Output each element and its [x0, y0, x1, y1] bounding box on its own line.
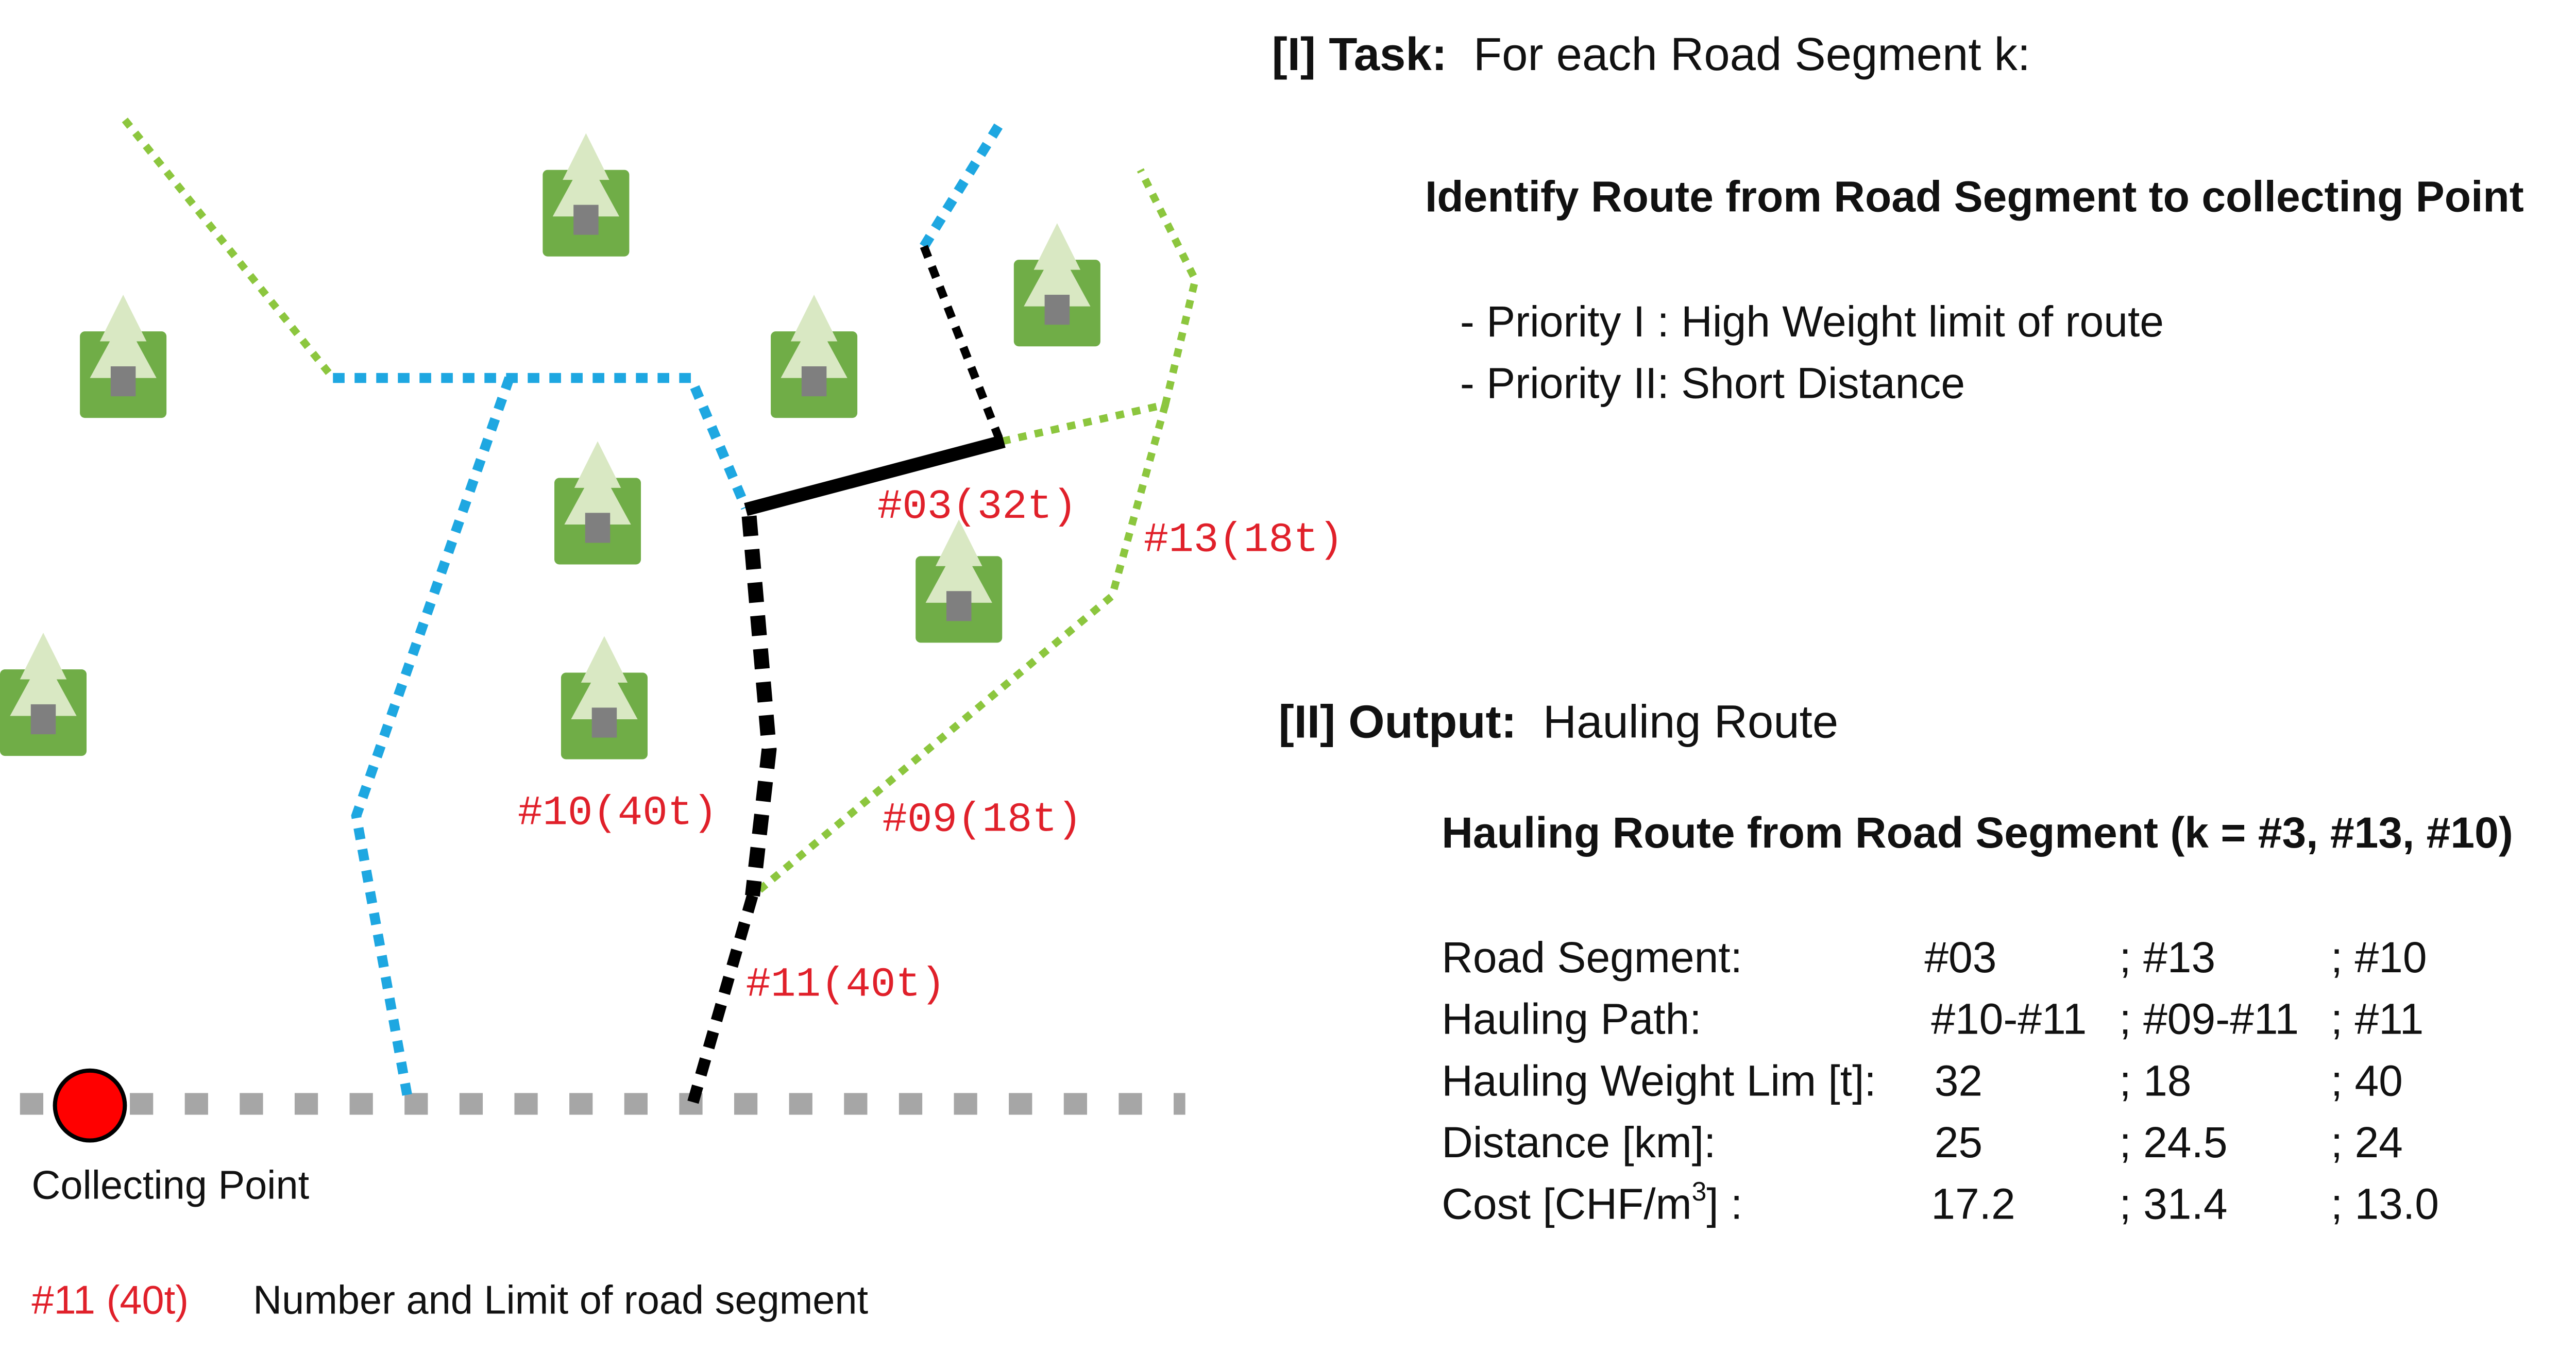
- segment-label-09: #09(18t): [883, 797, 1082, 844]
- task-text: For each Road Segment k:: [1473, 28, 2030, 80]
- tree-icon: [543, 133, 630, 257]
- row-value: ; 40: [2331, 1056, 2403, 1105]
- row-value: ; 13.0: [2331, 1179, 2439, 1228]
- tree-icon: [0, 632, 87, 756]
- blue-road-north: [920, 117, 1007, 249]
- segment-10-line: [741, 515, 777, 897]
- row-value: 25: [1935, 1118, 1982, 1167]
- output-heading: [II] Output: Hauling Route: [1279, 696, 1839, 748]
- row-value: #03: [1924, 933, 1996, 982]
- row-value: ; #13: [2119, 933, 2215, 982]
- row-label: Hauling Path:: [1442, 995, 1701, 1043]
- row-value: ; 31.4: [2119, 1179, 2227, 1228]
- green-road-13: [1001, 168, 1199, 445]
- row-value: ; 18: [2119, 1056, 2191, 1105]
- task-prefix: [I] Task:: [1272, 28, 1447, 80]
- green-roads: [122, 117, 1199, 899]
- cost-label-suffix: ] :: [1706, 1179, 1742, 1228]
- row-value: ; #10: [2331, 933, 2427, 982]
- row-label: Road Segment:: [1442, 933, 1742, 982]
- tree-icon: [80, 295, 167, 418]
- blue-road-main: [333, 373, 751, 510]
- cost-label-sup: 3: [1692, 1176, 1707, 1206]
- row-value: 17.2: [1931, 1179, 2015, 1228]
- tree-icon: [916, 519, 1003, 643]
- row-label: Hauling Weight Lim [t]:: [1442, 1056, 1876, 1105]
- tree-icon: [554, 441, 641, 565]
- cost-label-prefix: Cost [CHF/m: [1442, 1179, 1691, 1228]
- collecting-point-label: Collecting Point: [31, 1163, 309, 1208]
- row-label: Cost [CHF/m3] :: [1442, 1176, 1742, 1228]
- legend-description: Number and Limit of road segment: [253, 1278, 868, 1323]
- tree-icon: [771, 295, 858, 418]
- row-value: ; #09-#11: [2119, 995, 2299, 1043]
- row-value: #10-#11: [1931, 995, 2087, 1043]
- route-black: [687, 245, 1006, 1106]
- tree-icon: [561, 636, 648, 759]
- output-subtitle: Hauling Route from Road Segment (k = #3,…: [1442, 808, 2513, 857]
- output-text: Hauling Route: [1543, 696, 1838, 748]
- segment-label-13: #13(18t): [1144, 517, 1344, 564]
- segment-label-10: #10(40t): [518, 790, 718, 837]
- row-value: ; #11: [2331, 995, 2424, 1043]
- segment-03-line: [744, 434, 1006, 516]
- segment-label-03: #03(32t): [877, 484, 1077, 531]
- legend-sample: #11 (40t): [31, 1278, 189, 1323]
- priority-2: - Priority II: Short Distance: [1460, 359, 1965, 407]
- green-road-west: [122, 117, 336, 381]
- blue-roads: [333, 117, 1007, 1100]
- segment-label-11: #11(40t): [746, 961, 946, 1008]
- road-from-north: [920, 245, 1003, 440]
- row-value: 32: [1935, 1056, 1982, 1105]
- row-value: ; 24: [2331, 1118, 2403, 1167]
- tree-icon: [1013, 223, 1100, 347]
- priority-1: - Priority I : High Weight limit of rout…: [1460, 297, 2164, 346]
- task-heading: [I] Task: For each Road Segment k:: [1272, 28, 2030, 80]
- collecting-point-marker: [53, 1068, 127, 1143]
- task-identify: Identify Route from Road Segment to coll…: [1425, 172, 2524, 221]
- segment-11-line: [687, 894, 758, 1106]
- row-label: Distance [km]:: [1442, 1118, 1716, 1167]
- output-table: Road Segment: #03 ; #13 ; #10 Hauling Pa…: [1442, 933, 2439, 1228]
- row-value: ; 24.5: [2119, 1118, 2227, 1167]
- blue-road-branch: [351, 376, 514, 1100]
- output-prefix: [II] Output:: [1279, 696, 1517, 748]
